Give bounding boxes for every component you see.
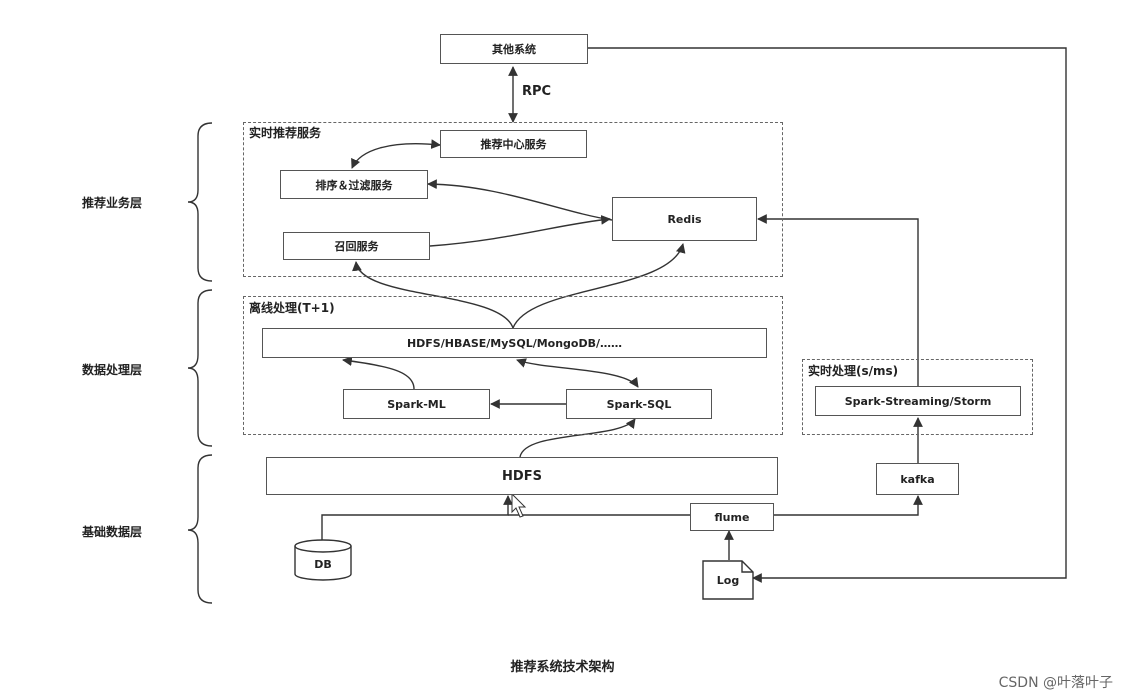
node-recommend-center: 推荐中心服务 [440,130,587,158]
storage-to-redis-arrow [512,243,686,329]
other-systems-to-log-arrow [588,47,1067,583]
db-cylinder-shape [294,539,352,581]
node-log: Log [716,573,740,587]
hdfs-to-sparksql-arrow [519,418,636,458]
node-storage: HDFS/HBASE/MySQL/MongoDB/…… [262,328,767,358]
group-offline [243,296,783,435]
sparkml-to-storage-arrow [342,356,415,390]
storage-sparksql-arrow [516,358,639,388]
node-other-systems: 其他系统 [440,34,588,64]
brace-business [187,122,213,282]
watermark: CSDN @叶落叶子 [998,675,1113,691]
recall-to-redis-arrow [429,215,611,247]
db-to-hdfs-arrow [321,495,513,541]
node-redis: Redis [612,197,757,241]
node-flume: flume [690,503,774,531]
node-recall: 召回服务 [283,232,430,260]
node-sort-filter: 排序＆过滤服务 [280,170,428,199]
node-spark-sql: Spark-SQL [566,389,712,419]
rpc-label: RPC [522,84,552,99]
streaming-to-redis-arrow [757,214,919,386]
center-sort-arrow [351,139,441,169]
flume-to-kafka-arrow [774,495,923,516]
brace-foundation [187,454,213,604]
brace-data-processing [187,289,213,447]
node-spark-ml: Spark-ML [343,389,490,419]
node-spark-streaming: Spark-Streaming/Storm [815,386,1021,416]
redis-to-sort-arrow [427,179,613,221]
group-realtime-process [802,359,1033,435]
node-db: DB [314,557,332,571]
storage-to-recall-arrow [352,261,514,329]
group-realtime-recommend-label: 实时推荐服务 [249,126,322,140]
diagram-caption: 推荐系统技术架构 [510,660,615,675]
node-kafka: kafka [876,463,959,495]
layer-business-label: 推荐业务层 [82,196,143,210]
cursor-icon [511,492,527,518]
group-realtime-process-label: 实时处理(s/ms) [808,364,899,378]
layer-foundation-label: 基础数据层 [82,525,143,539]
layer-data-processing-label: 数据处理层 [82,363,143,377]
group-offline-label: 离线处理(T+1) [249,301,335,315]
group-realtime-recommend [243,122,783,277]
node-hdfs: HDFS [266,457,778,495]
log-document-shape [702,560,754,600]
